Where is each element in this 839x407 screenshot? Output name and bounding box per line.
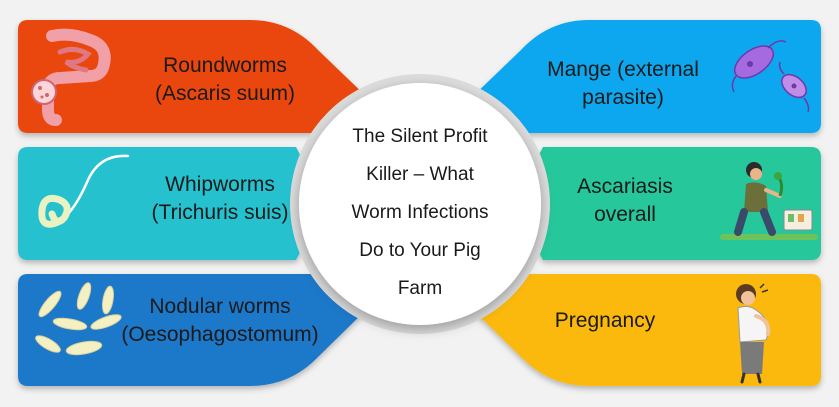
whipworm-icon: [38, 154, 130, 228]
center-title-line: The Silent Profit: [352, 126, 488, 147]
whipworms-label: Whipworms (Trichuris suis): [125, 171, 315, 227]
intestine-icon: [31, 28, 111, 126]
mite-icon: [731, 40, 810, 113]
center-title-line: Killer – What: [366, 164, 474, 185]
center-title: The Silent Profit Killer – What Worm Inf…: [305, 118, 535, 308]
mange-title: Mange (external: [547, 58, 699, 81]
roundworms-label: Roundworms (Ascaris suum): [140, 52, 310, 108]
center-circle: [299, 83, 541, 325]
nodular-worms-label: Nodular worms (Oesophagostomum): [100, 293, 340, 349]
center-title-line: Worm Infections: [351, 202, 489, 223]
mange-label: Mange (external parasite): [533, 56, 713, 112]
center-title-line: Farm: [397, 278, 443, 299]
nodular-worms-title: Nodular worms: [149, 295, 291, 318]
mange-subtitle: parasite): [582, 86, 664, 109]
card-pregnancy: [469, 274, 821, 386]
center-title-line: Do to Your Pig: [359, 240, 481, 261]
roundworms-title: Roundworms: [163, 54, 287, 77]
farmer-icon: [720, 162, 818, 240]
card-mange: [469, 20, 821, 133]
pregnant-woman-icon: [736, 283, 771, 384]
ascariasis-title: Ascariasis: [577, 175, 673, 198]
pregnancy-label: Pregnancy: [530, 307, 680, 335]
roundworms-subtitle: (Ascaris suum): [154, 82, 296, 105]
card-whipworms: [18, 147, 326, 260]
larvae-icon: [35, 282, 122, 356]
nodular-worms-subtitle: (Oesophagostomum): [121, 323, 319, 346]
ascariasis-subtitle: overall: [594, 203, 656, 226]
whipworms-title: Whipworms: [165, 173, 275, 196]
pregnancy-title: Pregnancy: [554, 309, 656, 332]
card-ascariasis: [513, 147, 821, 260]
whipworms-subtitle: (Trichuris suis): [151, 201, 289, 224]
ascariasis-label: Ascariasis overall: [555, 173, 695, 229]
